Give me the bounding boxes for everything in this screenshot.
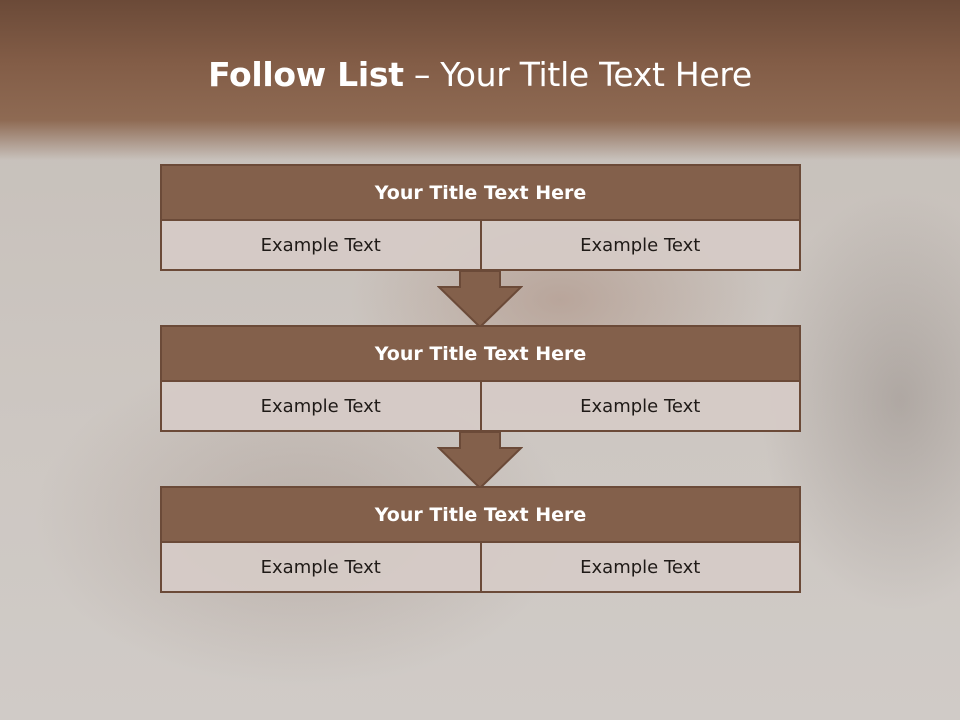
block-cell-left: Example Text <box>160 382 482 432</box>
down-arrow-icon <box>437 431 523 489</box>
flow-block-2: Your Title Text Here Example Text Exampl… <box>160 325 801 432</box>
slide-title-bold: Follow List <box>208 55 404 94</box>
header-band <box>0 0 960 160</box>
slide-title-dash: – <box>413 55 431 94</box>
block-title: Your Title Text Here <box>160 164 801 221</box>
block-cell-right: Example Text <box>481 382 801 432</box>
slide-title: Follow List – Your Title Text Here <box>0 52 960 98</box>
block-title: Your Title Text Here <box>160 486 801 543</box>
block-row: Example Text Example Text <box>160 382 801 432</box>
block-cell-right: Example Text <box>481 221 801 271</box>
slide-title-rest: Your Title Text Here <box>440 55 752 94</box>
block-row: Example Text Example Text <box>160 221 801 271</box>
block-cell-left: Example Text <box>160 221 482 271</box>
block-title: Your Title Text Here <box>160 325 801 382</box>
block-row: Example Text Example Text <box>160 543 801 593</box>
block-cell-right: Example Text <box>481 543 801 593</box>
flow-block-1: Your Title Text Here Example Text Exampl… <box>160 164 801 271</box>
block-cell-left: Example Text <box>160 543 482 593</box>
down-arrow-icon <box>437 270 523 328</box>
flow-block-3: Your Title Text Here Example Text Exampl… <box>160 486 801 593</box>
